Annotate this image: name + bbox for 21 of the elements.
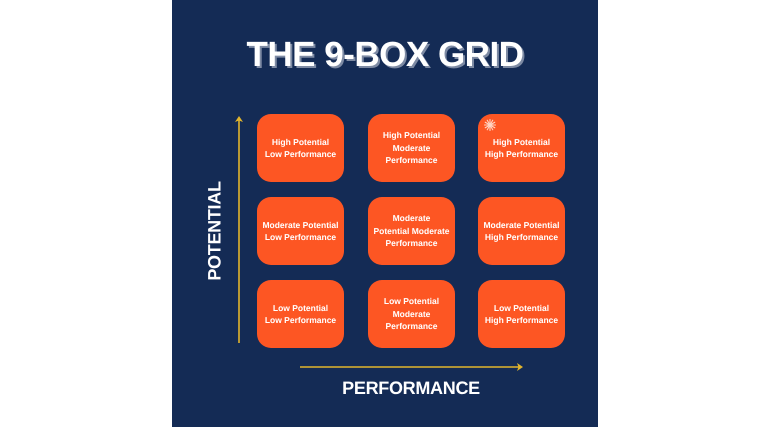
box-label: Moderate Potential Low Performance — [261, 218, 340, 244]
grid-box — [368, 114, 455, 182]
box-label: Low Potential Moderate Performance — [382, 295, 440, 333]
axis-label: PERFORMANCE — [342, 378, 480, 398]
box-label: High Potential Moderate Performance — [382, 129, 442, 167]
grid-box — [368, 280, 455, 348]
grid-box — [257, 114, 344, 182]
box-label: Low Potential High Performance — [484, 302, 560, 326]
box-label: Moderate Potential High Performance — [482, 218, 561, 244]
axis-label: POTENTIAL — [205, 181, 225, 281]
grid-box — [257, 197, 344, 265]
diagram-title: THE 9-BOX GRID — [246, 34, 524, 76]
grid-box — [478, 280, 565, 348]
grid-box — [478, 197, 565, 265]
box-label: High Potential Low Performance — [264, 136, 338, 160]
grid-box — [257, 280, 344, 348]
box-label: Moderate Potential Moderate Performance — [372, 212, 451, 250]
box-label: High Potential High Performance — [484, 136, 560, 160]
box-label: Low Potential Low Performance — [264, 302, 338, 326]
grid-box — [478, 114, 565, 182]
grid-box — [368, 197, 455, 265]
